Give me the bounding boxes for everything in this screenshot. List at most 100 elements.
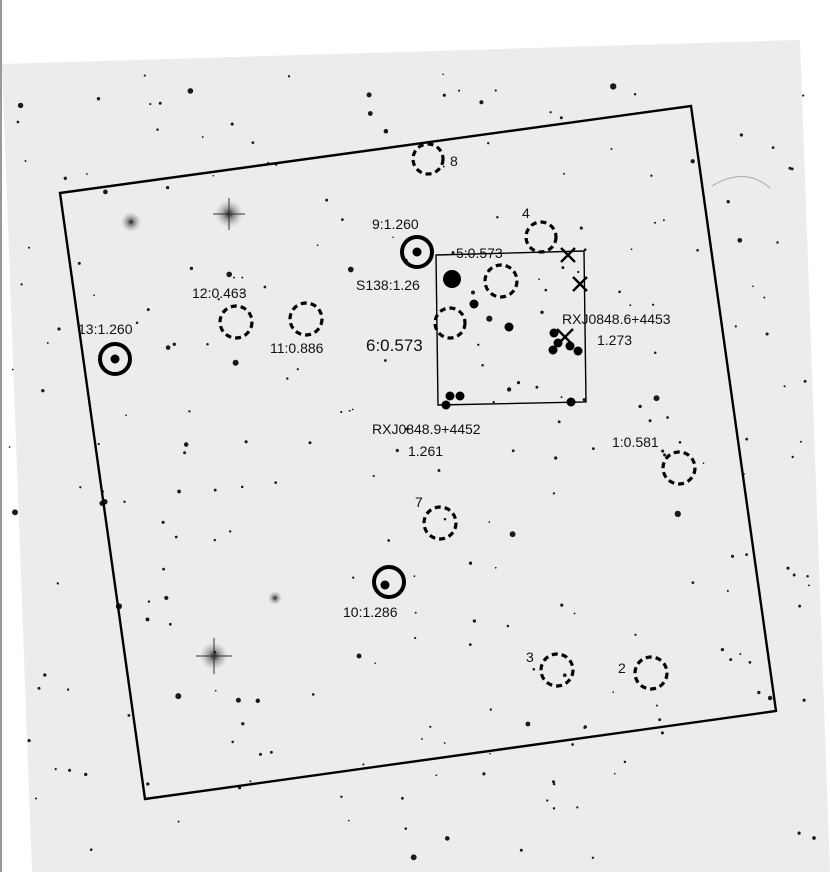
rxj0848-9-redshift: 1.261 [408,443,443,459]
field-star [387,539,391,542]
field-star [496,216,499,219]
field-star [374,662,377,665]
cluster-members [441,270,583,410]
source-12-label: 12:0.463 [192,285,247,301]
field-star [414,611,417,614]
field-star [240,485,244,489]
field-star [443,517,447,521]
source-2-label: 2 [618,660,626,676]
field-star [525,721,531,727]
source-8-label: 8 [450,153,458,169]
field-star [576,806,579,809]
field-star [745,553,748,556]
source-10-label: 10:1.286 [343,604,398,620]
field-star [188,410,191,413]
survey-field-outline [58,104,778,801]
field-star [506,624,510,628]
field-star [177,489,181,494]
field-star [28,246,31,249]
field-star [442,165,445,168]
field-star [348,409,351,412]
field-star [213,488,217,492]
field-star [241,722,245,726]
field-star [172,342,176,346]
field-star [734,325,737,328]
field-star [46,341,49,344]
field-star [489,752,491,755]
field-star [79,486,82,489]
field-star [85,173,88,175]
field-star [494,89,497,92]
field-star [786,566,790,570]
field-star [89,848,93,852]
field-star [12,509,18,516]
source-3-circle [539,652,575,688]
field-star [347,819,350,822]
field-star [610,147,613,151]
field-star [183,451,187,455]
field-star [535,385,539,389]
field-star [651,303,655,306]
field-star [233,276,235,279]
field-star [748,661,752,664]
source-9-ring [400,235,434,269]
field-star [165,345,171,350]
field-star [162,567,166,571]
field-star [311,693,315,696]
field-star [765,332,769,336]
field-star [803,379,807,383]
source-13-ring [98,342,132,376]
field-star [232,359,239,366]
field-star [168,622,172,626]
field-star [212,174,215,177]
dashed-source-circles [218,142,697,691]
field-star [356,653,362,659]
field-star [800,440,802,443]
field-star [263,285,267,289]
cluster-galaxy [549,328,559,338]
field-star [468,643,472,646]
source-1-circle [661,450,697,486]
field-star [93,294,95,297]
rxj0848-6-redshift: 1.273 [597,332,632,348]
field-star [235,697,241,703]
field-star [383,128,389,134]
field-star [791,455,794,459]
field-star [802,94,805,97]
field-star [174,535,178,539]
field-star [482,772,486,776]
field-star [720,648,725,652]
field-star [472,619,477,623]
field-star [477,343,480,346]
field-star [808,584,810,587]
field-star [666,416,669,419]
field-star [532,668,536,671]
field-star [201,136,204,138]
x-marker [560,247,576,263]
field-star [488,521,491,523]
field-star [340,795,343,798]
field-star [489,708,492,711]
source-4-circle [524,220,558,254]
field-star [429,725,432,728]
field-star [127,714,131,717]
rxj0848-6-name: RXJ0848.6+4453 [562,311,671,327]
field-star [653,351,657,355]
field-star [678,440,682,444]
field-star [351,408,354,411]
cluster-galaxy [504,322,514,332]
field-star [538,278,540,281]
s138-label: S138:1.26 [356,277,420,293]
field-star [251,141,255,144]
bright-star [121,212,141,232]
field-star [451,251,455,255]
field-star [366,92,372,98]
field-star [392,236,394,239]
field-star [158,101,162,105]
field-star [43,673,47,677]
field-star [84,772,88,777]
field-star [739,653,742,655]
field-star [655,704,658,707]
field-star [213,538,217,542]
field-star [806,575,809,578]
